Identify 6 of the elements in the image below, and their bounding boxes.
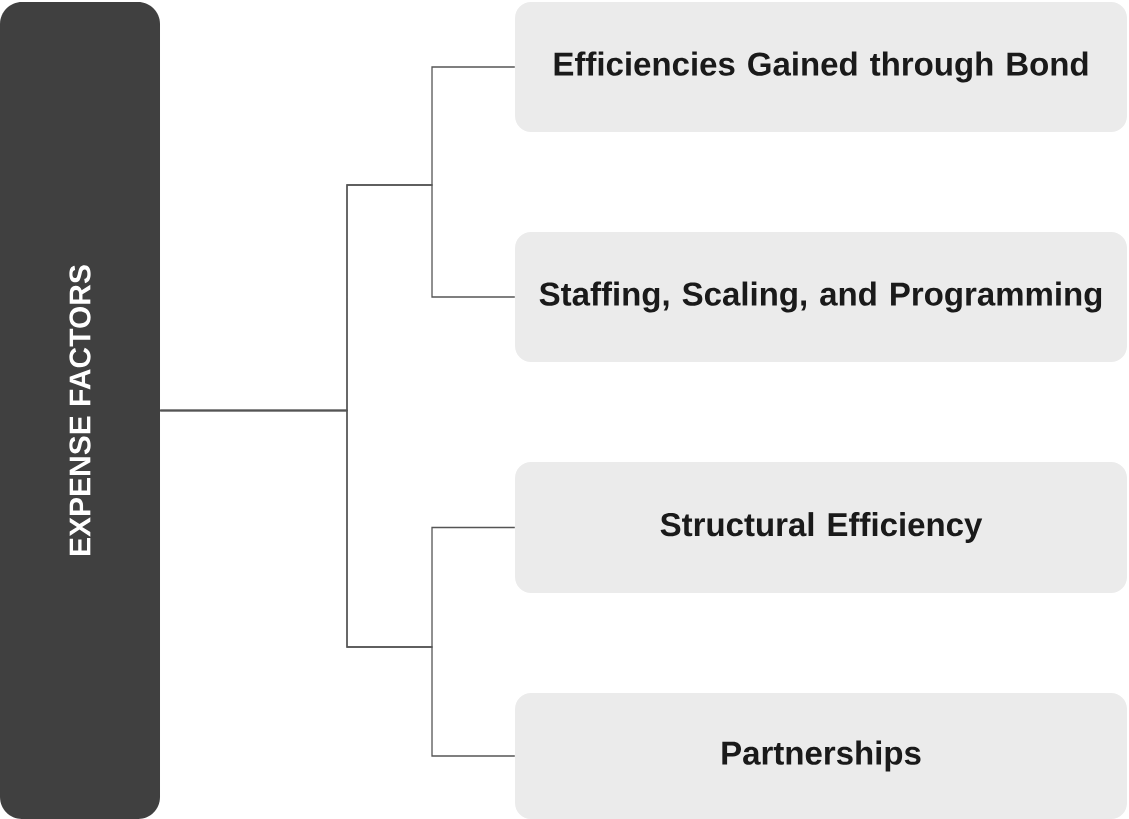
factor-box: Structural Efficiency — [515, 462, 1127, 593]
factor-box: Staffing, Scaling, and Programming — [515, 232, 1127, 362]
connector-line — [159, 409, 516, 757]
factor-box: Efficiencies Gained through Bond — [515, 2, 1127, 132]
category-bar: EXPENSE FACTORS — [0, 2, 160, 819]
factor-box: Partnerships — [515, 693, 1127, 819]
